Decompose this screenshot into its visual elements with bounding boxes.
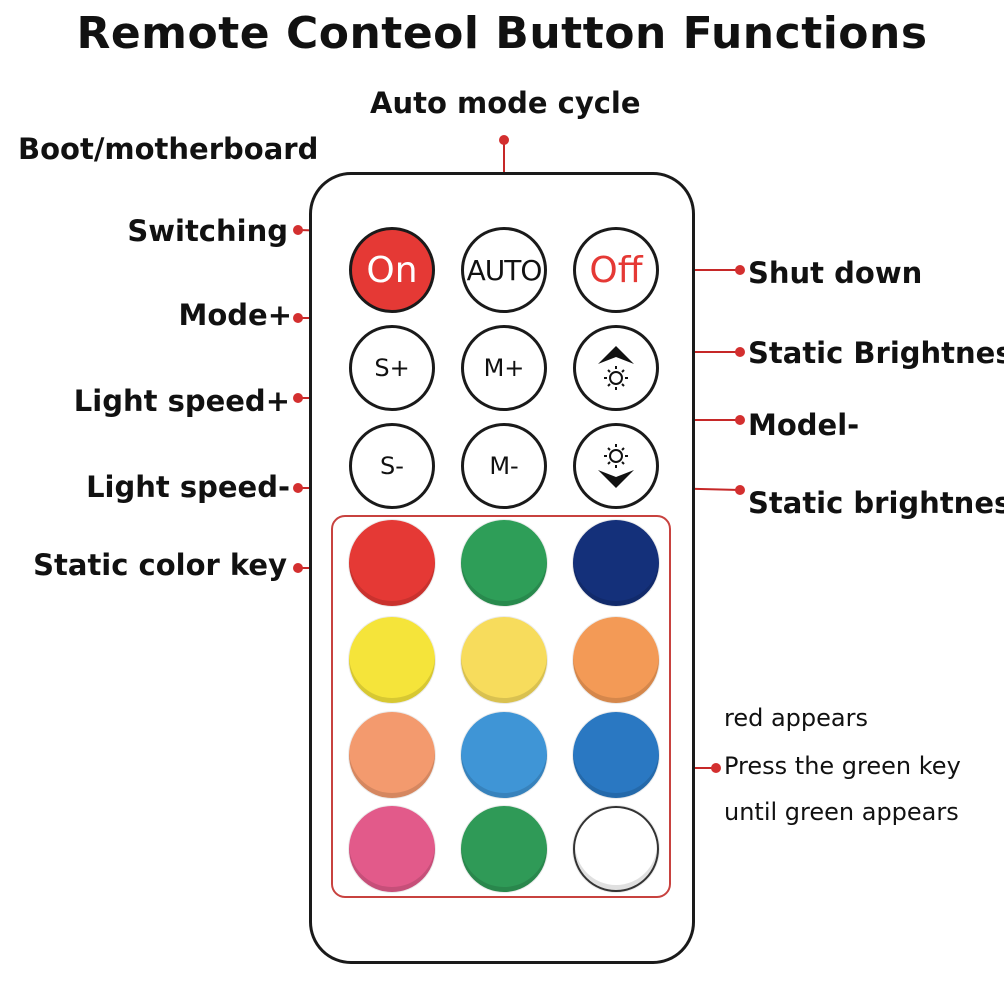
label-auto-mode-cycle: Auto mode cycle <box>370 86 641 120</box>
color-key-yellow[interactable] <box>349 617 435 703</box>
color-key-light-blue[interactable] <box>461 712 547 798</box>
color-key-blue[interactable] <box>573 712 659 798</box>
label-static-brightness: Static brightness <box>748 486 1004 520</box>
off-button[interactable]: Off <box>573 227 659 313</box>
label-light-speed-plus: Light speed+ <box>73 384 290 418</box>
label-model-minus: Model- <box>748 408 860 442</box>
label-mode-plus: Mode+ <box>178 298 292 332</box>
color-key-red[interactable] <box>349 520 435 606</box>
color-key-green[interactable] <box>461 520 547 606</box>
mode-plus-button[interactable]: M+ <box>461 325 547 411</box>
note-press-green-key: Press the green key <box>724 752 961 780</box>
label-static-brightness-plus: Static Brightnes+ <box>748 336 1004 370</box>
brightness-minus-button[interactable] <box>573 423 659 509</box>
label-shut-down: Shut down <box>748 256 923 290</box>
speed-minus-button[interactable]: S- <box>349 423 435 509</box>
color-key-light-yellow[interactable] <box>461 617 547 703</box>
color-key-salmon[interactable] <box>349 712 435 798</box>
color-key-orange[interactable] <box>573 617 659 703</box>
brightness-plus-button[interactable] <box>573 325 659 411</box>
on-button[interactable]: On <box>349 227 435 313</box>
brightness-up-icon <box>598 346 634 390</box>
color-key-emerald[interactable] <box>461 806 547 892</box>
brightness-down-icon <box>598 444 634 488</box>
color-key-white[interactable] <box>573 806 659 892</box>
mode-minus-button[interactable]: M- <box>461 423 547 509</box>
note-until-green-appears: until green appears <box>724 798 959 826</box>
color-key-dark-blue[interactable] <box>573 520 659 606</box>
label-light-speed-minus: Light speed- <box>86 470 290 504</box>
label-switching: Switching <box>127 214 288 248</box>
speed-plus-button[interactable]: S+ <box>349 325 435 411</box>
static-color-key-group-frame <box>331 515 671 898</box>
label-static-color-key: Static color key <box>33 548 287 582</box>
page-title: Remote Conteol Button Functions <box>76 8 928 59</box>
note-red-appears: red appears <box>724 704 868 732</box>
label-boot-motherboard: Boot/motherboard <box>18 132 319 166</box>
auto-button[interactable]: AUTO <box>461 227 547 313</box>
color-key-pink[interactable] <box>349 806 435 892</box>
